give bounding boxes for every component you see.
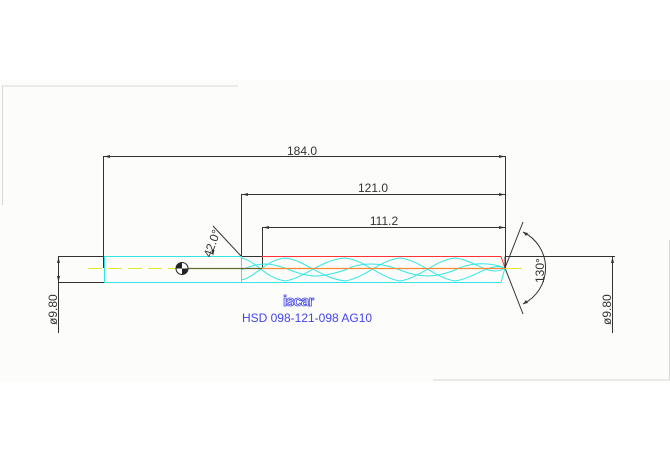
dim-diameter-left: ø9.80 bbox=[46, 294, 60, 325]
iscar-logo: iscar bbox=[283, 293, 316, 311]
dimension-lines bbox=[58, 156, 615, 333]
logo-text: iscar bbox=[283, 293, 314, 310]
dimension-arrows bbox=[57, 155, 614, 304]
centre-mark-icon bbox=[175, 262, 189, 275]
tool-designation: HSD 098-121-098 AG10 bbox=[242, 311, 372, 325]
dim-point-angle: 130° bbox=[533, 258, 547, 283]
dim-cutting-length: 111.2 bbox=[370, 214, 399, 228]
dim-overall-length: 184.0 bbox=[287, 144, 317, 158]
dim-diameter-right: ø9.80 bbox=[600, 294, 614, 325]
tip-edge-line bbox=[500, 256, 506, 269]
paper-area bbox=[0, 80, 670, 382]
dim-flute-length: 121.0 bbox=[358, 181, 388, 195]
